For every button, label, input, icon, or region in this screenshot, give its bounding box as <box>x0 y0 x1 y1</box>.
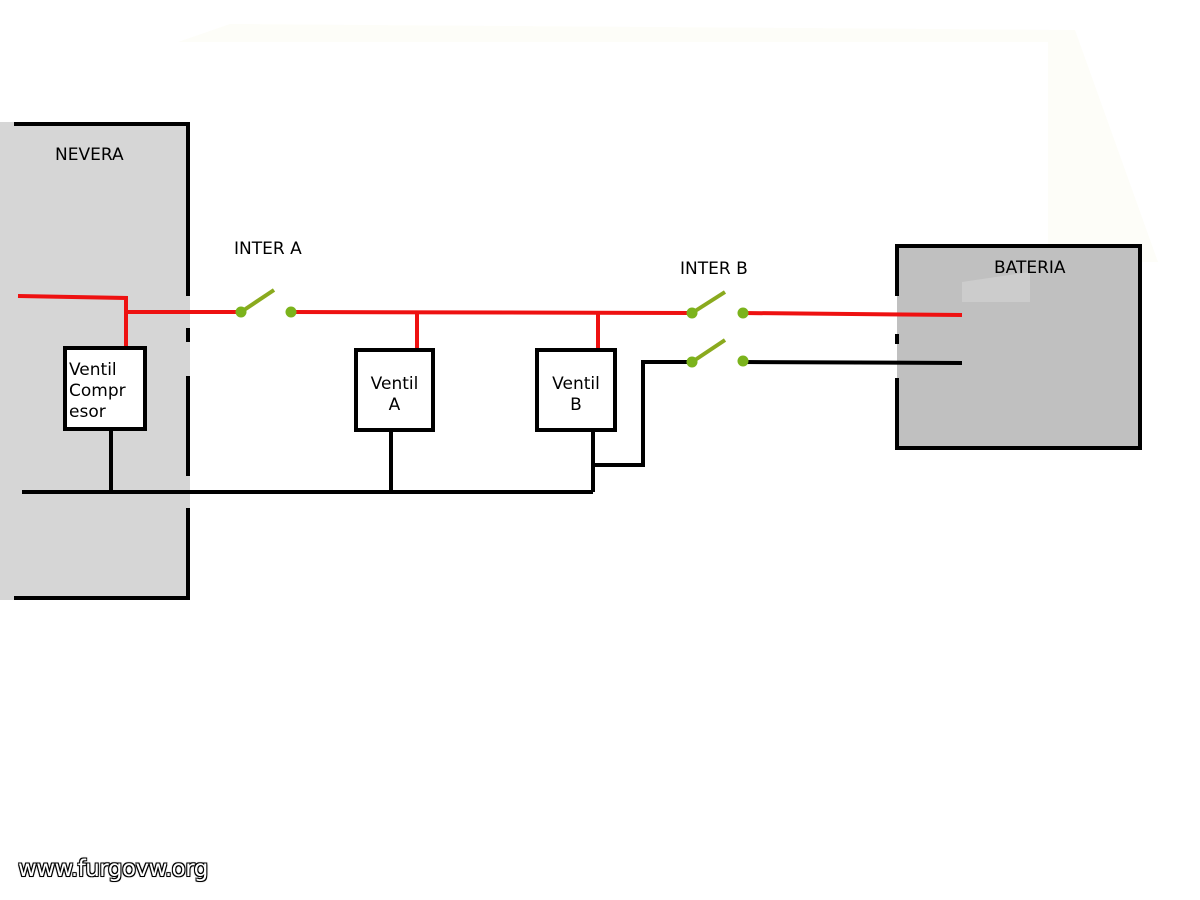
fan-b-label: Ventil B <box>537 374 615 416</box>
positive-wire-to-battery <box>741 311 963 317</box>
fan-compressor-line-1: Ventil <box>69 360 117 380</box>
background-panel <box>178 24 1158 262</box>
fan-compressor-line-3: esor <box>69 402 106 422</box>
positive-bus <box>290 310 691 315</box>
fan-compressor-label: Ventil Compr esor <box>69 360 145 423</box>
negative-wire-to-battery <box>741 360 963 365</box>
fridge-wall-top <box>14 122 190 296</box>
fan-compressor-box <box>63 346 147 431</box>
inter-b-contact-positive-right <box>737 307 749 319</box>
fan-b-line-2: B <box>570 395 582 415</box>
inter-a-contact-left <box>235 306 247 318</box>
fan-a-line-1: Ventil <box>370 374 419 394</box>
fan-b-box <box>535 348 617 432</box>
fan-a-label: Ventil A <box>356 374 433 416</box>
fan-b-line-1: Ventil <box>552 374 600 394</box>
fan-compressor-line-2: Compr <box>69 381 126 401</box>
fridge-label: NEVERA <box>55 145 124 165</box>
inter-b-contact-negative-left <box>686 356 698 368</box>
inter-a-contact-right <box>285 306 297 318</box>
battery-label: BATERIA <box>994 258 1066 278</box>
fan-a-box <box>354 348 435 432</box>
inter-b-contact-negative-right <box>737 355 749 367</box>
negative-wire-to-inter-b <box>593 360 690 467</box>
inter-a-label: INTER A <box>234 239 302 259</box>
positive-wire-compressor <box>17 294 128 350</box>
inter-b-lever-positive <box>690 290 727 315</box>
inter-b-contact-positive-left <box>686 307 698 319</box>
watermark: www.furgovw.org <box>18 856 208 882</box>
battery-outline <box>895 244 1142 450</box>
battery-shade <box>962 272 1030 302</box>
inter-b-lever-negative <box>690 338 727 364</box>
fridge-wall-bottom <box>14 508 190 600</box>
inter-a-lever <box>239 288 276 314</box>
inter-b-label: INTER B <box>680 259 748 279</box>
fan-a-line-2: A <box>388 395 401 415</box>
